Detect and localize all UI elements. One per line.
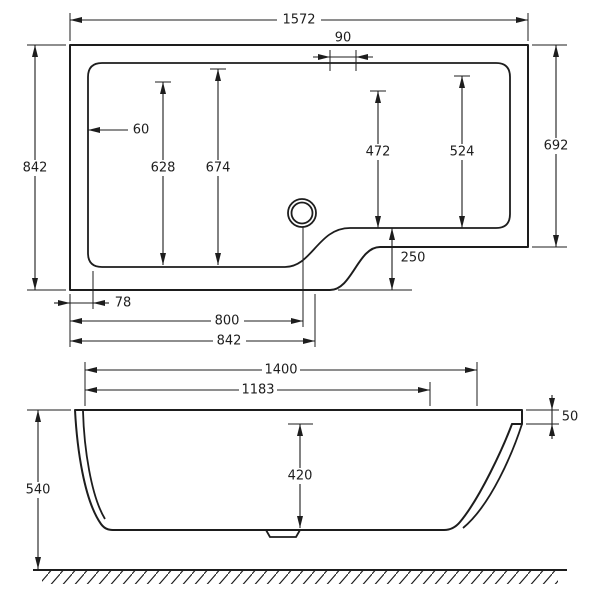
dim-overall-width-left-label: 842 (23, 161, 48, 176)
plan-outer-outline (69, 44, 529, 291)
dim-inner-width-rim-right-label: 524 (450, 145, 475, 160)
dim-wide-section-length-label: 842 (217, 334, 242, 349)
side-wall-right-outer (462, 423, 523, 529)
side-view: 1400 1183 50 420 540 (23, 362, 581, 584)
dim-base-internal-length-label: 1183 (241, 383, 274, 398)
dim-rim-width-bottom-label: 78 (115, 296, 132, 311)
side-dimension-labels: 1400 1183 50 420 540 (23, 362, 581, 498)
side-wall-left-inner (82, 410, 106, 520)
side-profile-outline (74, 409, 523, 532)
dim-rim-internal-length-label: 1400 (264, 363, 297, 378)
dim-internal-depth-label: 420 (288, 469, 313, 484)
dim-overall-length-label: 1572 (282, 13, 315, 28)
side-waste-fitting (265, 529, 301, 538)
dim-waste-centre-label: 800 (215, 314, 240, 329)
ground-line (33, 569, 567, 584)
dim-inner-width-base-left-label: 628 (151, 161, 176, 176)
dim-overall-width-right-label: 692 (544, 139, 569, 154)
waste-drain (287, 198, 317, 228)
plan-inner-outline (87, 62, 511, 268)
dim-inner-width-rim-left-label: 674 (206, 161, 231, 176)
dim-step-depth-label: 250 (401, 251, 426, 266)
dim-overall-height-label: 540 (26, 483, 51, 498)
dim-rim-edge-depth-label: 50 (562, 410, 579, 425)
dim-rim-width-left-label: 60 (133, 123, 150, 138)
dim-top-offset-label: 90 (335, 31, 352, 46)
ground-hatching (42, 570, 558, 584)
plan-view: 1572 90 842 692 60 628 674 472 524 250 7… (21, 12, 571, 349)
plan-dimension-labels: 1572 90 842 692 60 628 674 472 524 250 7… (21, 12, 571, 349)
dim-inner-width-base-right-label: 472 (366, 145, 391, 160)
